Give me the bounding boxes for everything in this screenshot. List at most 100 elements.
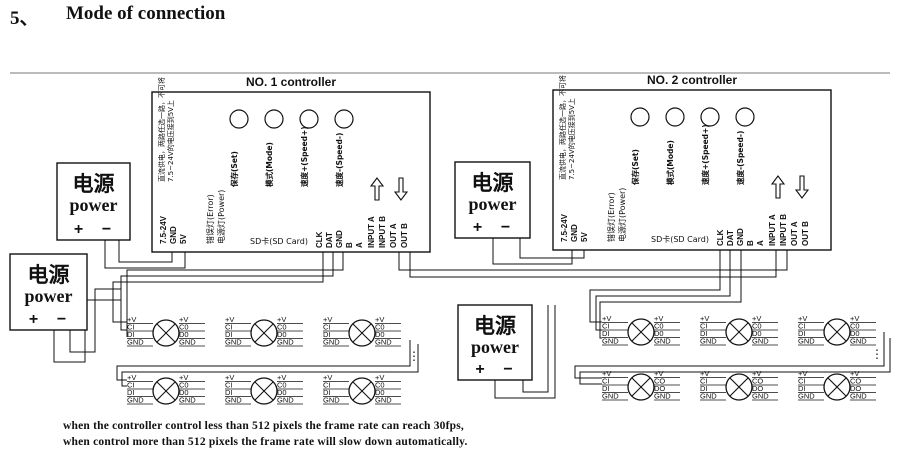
pixel-output-pin-label: CO — [850, 377, 861, 386]
power-plus-terminal: + — [473, 219, 482, 236]
wire-clk — [112, 252, 324, 323]
wire-dat — [120, 252, 334, 331]
data-terminal-label: GND — [335, 230, 344, 248]
pixel-output-pin-label: +V — [654, 369, 663, 378]
pixel-output-pin-label: +V — [752, 369, 761, 378]
pixel-input-pin-label: CI — [323, 381, 331, 390]
pixel-input-pin-label: CI — [127, 381, 135, 390]
pixel-output-pin-label: +V — [850, 369, 859, 378]
pixel-output-pin-label: GND — [179, 338, 196, 347]
pixel-input-pin-label: +V — [323, 315, 332, 324]
indicator-label: 电源灯(Power) — [617, 188, 627, 242]
pixel-input-pin-label: DI — [700, 329, 708, 338]
pixel-input-pin-label: CI — [225, 323, 233, 332]
pixel-output-pin-label: +V — [375, 315, 384, 324]
pixel-led-cross — [631, 322, 651, 342]
data-terminal-label: DAT — [325, 232, 334, 248]
power-label-chinese: 电源 — [472, 171, 514, 195]
power-terminal-label: 7.5-24V — [159, 215, 168, 244]
pixel-output-pin-label: +V — [179, 373, 188, 382]
power-terminal-label: 5V — [179, 234, 188, 244]
data-terminal-label: CLK — [716, 229, 725, 246]
pixel-input-pin-label: GND — [225, 338, 242, 347]
pixel-output-pin-label: D0 — [375, 330, 385, 339]
down-arrow-icon — [393, 177, 409, 201]
power-label-english: power — [70, 195, 118, 215]
pixel-output-pin-label: CO — [752, 377, 763, 386]
pixel-output-pin-label: D0 — [277, 388, 287, 397]
pixel-output-pin-label: GND — [752, 337, 769, 346]
continuation-dots: ⋮ — [871, 347, 883, 361]
wire-row-link — [116, 340, 411, 381]
pixel-led-cross — [827, 322, 847, 342]
down-arrow-icon — [794, 175, 810, 199]
power-plus-terminal: + — [74, 221, 83, 238]
wire-power2-pixels — [53, 299, 121, 363]
pixel-input-pin-label: +V — [225, 315, 234, 324]
power-terminal-label: 7.5-24V — [560, 213, 569, 242]
wire-power4-gnd — [522, 305, 549, 393]
supply-note: 直流供电，两路任选一路，不可将 — [558, 75, 567, 180]
pixel-output-pin-label: GND — [850, 392, 867, 401]
power-box-4 — [457, 304, 533, 381]
button-label: 保存(Set) — [630, 149, 640, 186]
pixel-input-pin-label: +V — [225, 373, 234, 382]
pixel-led-cross — [156, 323, 176, 343]
power-plus-terminal: + — [475, 361, 484, 378]
controller-button — [665, 107, 685, 127]
pixel-input-pin-label: GND — [700, 392, 717, 401]
section-number: 5、 — [10, 8, 39, 29]
pixel-led-cross — [631, 377, 651, 397]
pixel-led-cross — [254, 323, 274, 343]
io-terminal-label: INPUT A — [768, 214, 777, 246]
pixel-input-pin-label: +V — [798, 314, 807, 323]
power-label-english: power — [25, 286, 73, 306]
pixel-led-cross — [827, 377, 847, 397]
pixel-input-pin-label: DI — [225, 388, 233, 397]
controller-box-2 — [552, 89, 832, 251]
pixel-input-pin-label: DI — [700, 384, 708, 393]
wire-row-link2 — [121, 344, 419, 387]
pixel-output-pin-label: D0 — [850, 329, 860, 338]
pixel-input-pin-label: +V — [323, 373, 332, 382]
pixel-output-pin-label: C0 — [375, 323, 385, 332]
io-terminal-label: OUT A — [790, 221, 799, 246]
sd-card-label: SD卡(SD Card) — [250, 236, 308, 246]
section-title: Mode of connection — [66, 3, 226, 24]
pixel-output-pin-label: GND — [277, 396, 294, 405]
pixel-input-pin-label: CI — [700, 377, 708, 386]
wire-power1-gnd — [104, 240, 186, 269]
pixel-input-pin-label: DI — [323, 330, 331, 339]
pixel-output-pin-label: D0 — [277, 330, 287, 339]
pixel-input-pin-label: GND — [323, 338, 340, 347]
pixel-input-pin-label: CI — [798, 322, 806, 331]
wire-row-link3 — [574, 332, 885, 379]
io-terminal-label: OUT B — [400, 223, 409, 248]
wire-power1-controller1 — [118, 236, 173, 263]
data-terminal-label: B — [345, 242, 354, 248]
pixel-output-pin-label: GND — [375, 338, 392, 347]
pixel-input-pin-label: CI — [798, 377, 806, 386]
pixel-input-pin-label: GND — [602, 392, 619, 401]
pixel-input-pin-label: DI — [602, 329, 610, 338]
controller-title: NO. 2 controller — [647, 73, 737, 87]
wire-power3-gnd — [519, 238, 585, 259]
data-terminal-label: GND — [736, 228, 745, 246]
pixel-led-cross — [156, 381, 176, 401]
pixel-input-pin-label: GND — [798, 337, 815, 346]
pixel-output-pin-label: GND — [850, 337, 867, 346]
pixel-output-pin-label: GND — [654, 392, 671, 401]
pixel-input-pin-label: CI — [127, 323, 135, 332]
pixel-input-pin-label: GND — [323, 396, 340, 405]
button-label: 速度+(Speed+) — [700, 124, 710, 185]
pixel-output-pin-label: D0 — [179, 388, 189, 397]
pixel-output-pin-label: DO — [752, 384, 763, 393]
power-label-chinese: 电源 — [73, 172, 115, 196]
controller-title: NO. 1 controller — [246, 75, 336, 89]
button-label: 速度-(Speed-) — [735, 131, 745, 185]
pixel-led-cross — [729, 322, 749, 342]
indicator-label: 电源灯(Power) — [216, 190, 226, 244]
pixel-output-pin-label: +V — [277, 373, 286, 382]
wire-gnd — [126, 252, 344, 337]
